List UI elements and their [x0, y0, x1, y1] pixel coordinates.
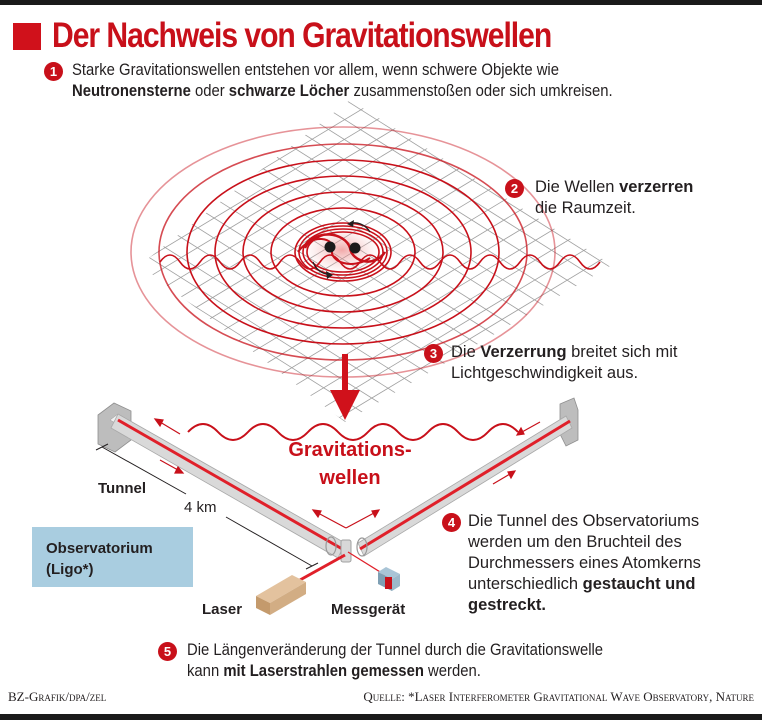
motion-arrows	[153, 418, 541, 529]
step-4-text: Die Tunnel des Observatoriums werden um …	[468, 511, 701, 616]
top-border	[0, 0, 762, 5]
step-5-pre: kann	[187, 662, 224, 680]
step-2-badge: 2	[505, 179, 524, 198]
step-4-pre: unterschiedlich	[468, 575, 583, 593]
step-3-text: Die Verzerrung breitet sich mit Lichtges…	[451, 342, 678, 384]
distance-label: 4 km	[184, 499, 217, 516]
gw-label-line1: Gravitations-	[288, 439, 412, 461]
step-1-bold-a: Neutronensterne	[72, 82, 191, 100]
gw-label-line2: wellen	[319, 467, 381, 489]
gravitational-waves-label: Gravitations- wellen	[280, 436, 420, 492]
step-1-text: Starke Gravitationswellen entstehen vor …	[72, 60, 613, 102]
step-2-bold: verzerren	[619, 178, 694, 196]
black-hole-left	[324, 241, 336, 253]
propagation-arrow-head	[330, 390, 360, 420]
step-4-bold2: gestreckt.	[468, 596, 546, 614]
observatory-box: Observatorium (Ligo*)	[32, 527, 193, 587]
laser-beam	[299, 553, 346, 582]
step-4-line1: Die Tunnel des Observatoriums	[468, 512, 700, 530]
title-marker	[13, 23, 41, 50]
detector-device	[378, 567, 400, 591]
step-1-line1: Starke Gravitationswellen entstehen vor …	[72, 61, 559, 79]
incoming-wave	[187, 423, 519, 441]
beam-splitter	[340, 539, 352, 563]
step-5-text: Die Längenveränderung der Tunnel durch d…	[187, 640, 603, 682]
step-4-line4: unterschiedlich gestaucht und	[468, 574, 701, 595]
step-5-post: werden.	[423, 662, 481, 680]
step-2-text: Die Wellen verzerren die Raumzeit.	[535, 177, 693, 219]
observatory-line1: Observatorium	[46, 540, 153, 557]
black-hole-right	[349, 242, 361, 254]
step-2-pre: Die Wellen	[535, 178, 620, 196]
page-title: Der Nachweis von Gravitationswellen	[52, 16, 552, 55]
propagation-arrow-shaft	[342, 354, 348, 394]
step-1-line2: Neutronensterne oder schwarze Löcher zus…	[72, 81, 613, 102]
step-3-line1: Die Verzerrung breitet sich mit	[451, 342, 678, 363]
source-text: Quelle: *Laser Interferometer Gravitatio…	[363, 689, 754, 704]
step-3-bold: Verzerrung	[480, 343, 567, 361]
step-1-badge: 1	[44, 62, 63, 81]
observatory-line2: (Ligo*)	[46, 561, 94, 578]
step-5-badge: 5	[158, 642, 177, 661]
step-5-line2: kann mit Laserstrahlen gemessen werden.	[187, 661, 603, 682]
step-5-bold: mit Laserstrahlen gemessen	[223, 662, 424, 680]
step-1-end: zusammenstoßen oder sich umkreisen.	[349, 82, 613, 100]
step-4-line5: gestreckt.	[468, 595, 701, 616]
step-2-line1: Die Wellen verzerren	[535, 177, 693, 198]
laser-label: Laser	[202, 601, 243, 618]
step-1-bold-b: schwarze Löcher	[228, 82, 350, 100]
step-4-line3: Durchmessers eines Atomkerns	[468, 554, 701, 572]
step-5-line1: Die Längenveränderung der Tunnel durch d…	[187, 641, 604, 659]
detector-label: Messgerät	[331, 601, 406, 618]
dimension-line	[95, 443, 319, 570]
tunnel-right	[356, 397, 579, 557]
credit-text: BZ-Grafik/dpa/zel	[8, 689, 107, 704]
step-3-badge: 3	[424, 344, 443, 363]
bottom-border	[0, 714, 762, 720]
step-3-pre: Die	[451, 343, 481, 361]
step-4-badge: 4	[442, 513, 461, 532]
step-4-bold: gestaucht und	[582, 575, 696, 593]
step-3-line2: Lichtgeschwindigkeit aus.	[451, 364, 639, 382]
tunnel-left	[97, 402, 351, 559]
laser-device	[256, 575, 306, 615]
observatory-text: Observatorium (Ligo*)	[46, 538, 153, 580]
wave-profile	[159, 254, 601, 270]
step-3-post: breitet sich mit	[566, 343, 678, 361]
step-2-line2: die Raumzeit.	[535, 199, 636, 217]
detector-beam	[347, 551, 386, 576]
step-4-line2: werden um den Bruchteil des	[468, 533, 682, 551]
step-1-mid: oder	[190, 82, 229, 100]
tunnel-label: Tunnel	[98, 480, 147, 497]
